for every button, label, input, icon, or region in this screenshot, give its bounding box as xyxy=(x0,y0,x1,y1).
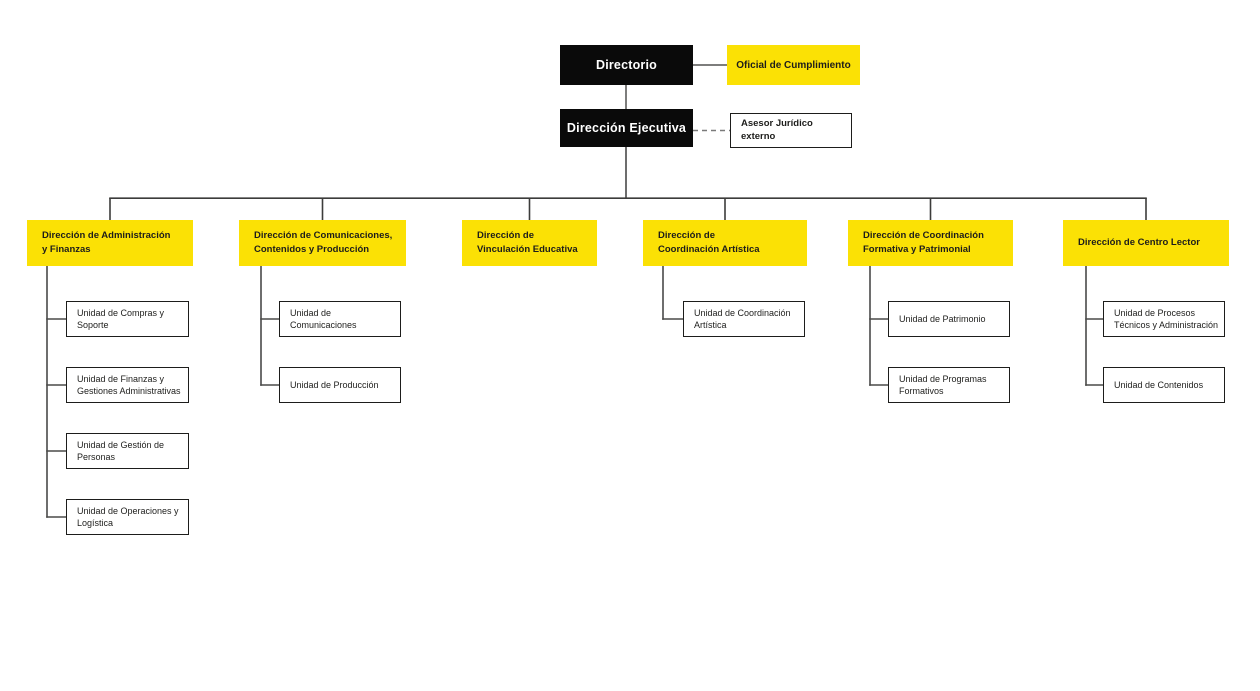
unit-box-produccion: Unidad de Producción xyxy=(279,367,401,403)
unit-box-finanzas-gestiones: Unidad de Finanzas y Gestiones Administr… xyxy=(66,367,189,403)
unit-label-line: Unidad de Producción xyxy=(290,380,379,390)
unit-label-line: Soporte xyxy=(77,320,109,330)
dept-label-line: Dirección de Administración xyxy=(42,230,171,241)
dept-box-centro-lector: Dirección de Centro Lector xyxy=(1063,220,1229,266)
unit-box-comunicaciones: Unidad de Comunicaciones xyxy=(279,301,401,337)
unit-label-line: Unidad de Gestión de xyxy=(77,440,165,450)
unit-label-line: Unidad de Coordinación xyxy=(694,308,791,318)
unit-label-line: Unidad de Programas xyxy=(899,374,987,384)
dept-label-line: Dirección de Comunicaciones, xyxy=(254,230,393,241)
dept-box-administracion-finanzas: Dirección de Administración y Finanzas xyxy=(27,220,193,266)
asesor-juridico-box: Asesor Jurídico externo xyxy=(730,113,852,148)
unit-label-line: Artística xyxy=(694,320,727,330)
dept-box-vinculacion-educativa: Dirección de Vinculación Educativa xyxy=(462,220,597,266)
dept-label-line: Dirección de Centro Lector xyxy=(1078,237,1200,248)
directorio-label: Directorio xyxy=(595,58,658,72)
unit-box-operaciones-logistica: Unidad de Operaciones y Logística xyxy=(66,499,189,535)
unit-box-programas-formativos: Unidad de Programas Formativos xyxy=(888,367,1010,403)
unit-label-line: Formativos xyxy=(899,386,944,396)
unit-box-gestion-personas: Unidad de Gestión de Personas xyxy=(66,433,189,469)
unit-box-procesos-tecnicos: Unidad de Procesos Técnicos y Administra… xyxy=(1103,301,1225,337)
dept-label-line: Dirección de xyxy=(658,230,716,241)
unit-label-line: Unidad de Finanzas y xyxy=(77,374,165,384)
asesor-juridico-label-line: externo xyxy=(741,130,776,142)
unit-label-line: Unidad de Contenidos xyxy=(1114,380,1204,390)
oficial-cumplimiento-label: Oficial de Cumplimiento xyxy=(736,59,851,71)
dept-label-line: Contenidos y Producción xyxy=(254,244,370,255)
dept-label-line: Coordinación Artística xyxy=(658,244,760,255)
dept-label-line: Dirección de xyxy=(477,230,535,241)
unit-box-patrimonio: Unidad de Patrimonio xyxy=(888,301,1010,337)
unit-box-contenidos: Unidad de Contenidos xyxy=(1103,367,1225,403)
directorio-box: Directorio xyxy=(560,45,693,85)
dept-label-line: y Finanzas xyxy=(42,244,91,255)
unit-label-line: Técnicos y Administración xyxy=(1114,320,1219,330)
unit-box-compras-soporte: Unidad de Compras y Soporte xyxy=(66,301,189,337)
unit-label-line: Gestiones Administrativas xyxy=(77,386,181,396)
unit-label-line: Logística xyxy=(77,518,114,528)
unit-label-line: Unidad de Patrimonio xyxy=(899,314,986,324)
unit-label-line: Unidad de Operaciones y xyxy=(77,506,179,516)
unit-label-line: Unidad de Procesos xyxy=(1114,308,1196,318)
direccion-ejecutiva-label: Dirección Ejecutiva xyxy=(566,121,687,135)
unit-label-line: Unidad de xyxy=(290,308,332,318)
dept-box-coordinacion-formativa-patrimonial: Dirección de Coordinación Formativa y Pa… xyxy=(848,220,1013,266)
dept-box-comunicaciones-contenidos-produccion: Dirección de Comunicaciones, Contenidos … xyxy=(239,220,406,266)
dept-label-line: Vinculación Educativa xyxy=(477,244,578,255)
dept-box-coordinacion-artistica: Dirección de Coordinación Artística xyxy=(643,220,807,266)
dept-label-line: Dirección de Coordinación xyxy=(863,230,984,241)
direccion-ejecutiva-box: Dirección Ejecutiva xyxy=(560,109,693,147)
unit-label-line: Comunicaciones xyxy=(290,320,357,330)
dept-label-line: Formativa y Patrimonial xyxy=(863,244,971,255)
unit-label-line: Unidad de Compras y xyxy=(77,308,165,318)
unit-box-coordinacion-artistica: Unidad de Coordinación Artística xyxy=(683,301,805,337)
unit-label-line: Personas xyxy=(77,452,116,462)
asesor-juridico-label-line: Asesor Jurídico xyxy=(741,118,813,129)
oficial-cumplimiento-box: Oficial de Cumplimiento xyxy=(727,45,860,85)
